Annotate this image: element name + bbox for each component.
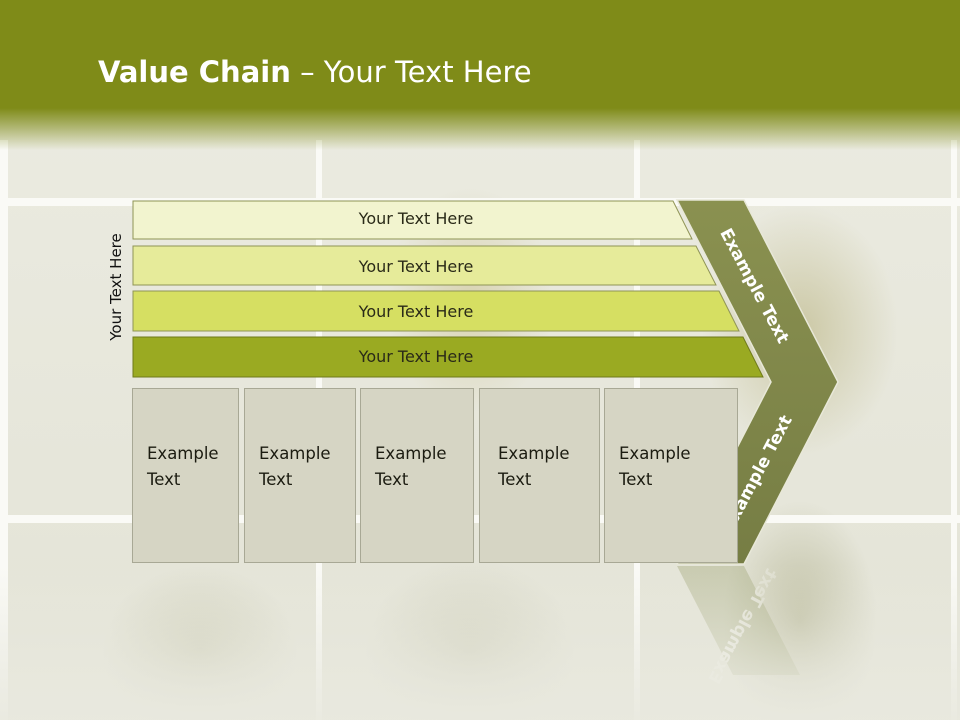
activity-box-3-label: Example Text	[375, 444, 447, 489]
band-2	[132, 245, 717, 286]
title-rest: – Your Text Here	[290, 55, 532, 89]
value-chevron	[675, 199, 839, 565]
activity-box-2: Example Text	[244, 388, 356, 563]
slide-title: Value Chain – Your Text Here	[98, 55, 532, 89]
activity-box-1: Example Text	[132, 388, 239, 563]
band-1	[132, 200, 693, 240]
band-2-label: Your Text Here	[358, 257, 474, 276]
activity-box-5-label: Example Text	[619, 444, 691, 489]
band-1-label: Your Text Here	[358, 209, 474, 228]
band-3-label: Your Text Here	[358, 302, 474, 321]
header-band	[0, 0, 960, 150]
activity-box-3: Example Text	[360, 388, 474, 563]
tile-divider	[0, 140, 8, 720]
band-4-label: Your Text Here	[358, 347, 474, 366]
activity-box-4-label: Example Text	[498, 444, 570, 489]
boxes-reflection: Example Text Example Text Example Text E…	[0, 565, 960, 720]
activity-box-4: Example Text	[479, 388, 600, 563]
activity-box-5: Example Text	[604, 388, 738, 563]
band-3	[132, 290, 740, 332]
activity-box-1-label: Example Text	[147, 444, 219, 489]
activity-box-2-label: Example Text	[259, 444, 331, 489]
title-bold: Value Chain	[98, 55, 291, 89]
reflection-fade	[0, 565, 960, 720]
band-4	[132, 336, 764, 378]
tile-divider	[951, 140, 957, 720]
